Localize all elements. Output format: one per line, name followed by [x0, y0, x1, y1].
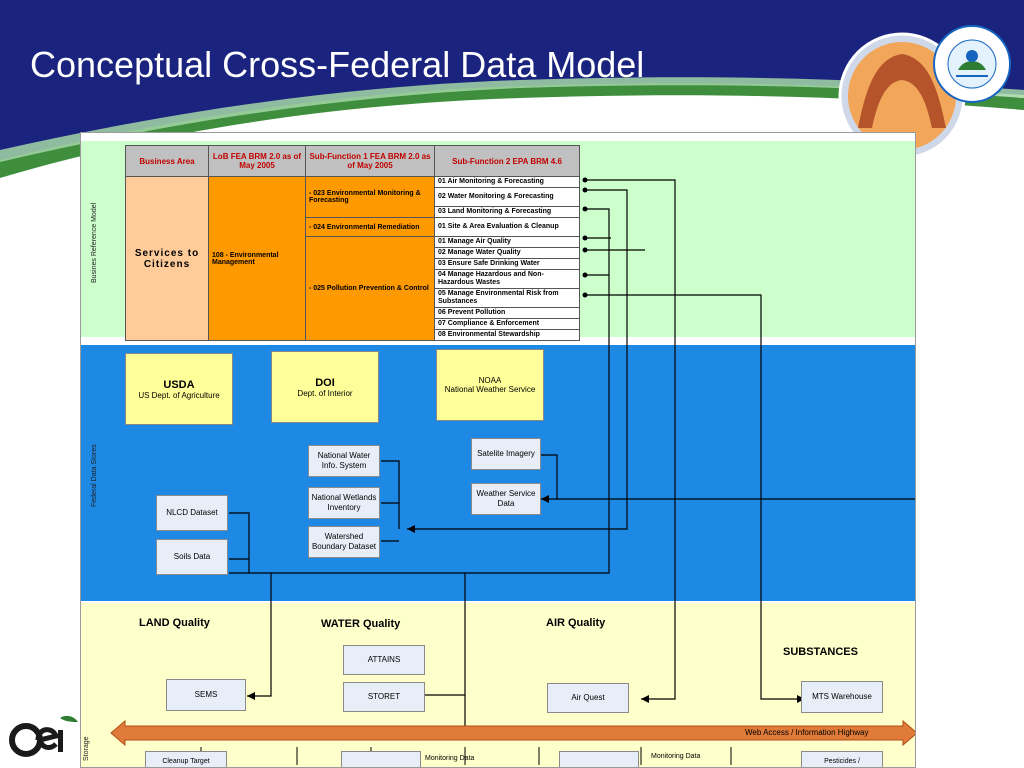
system-attains: ATTAINS	[343, 645, 425, 675]
information-highway-label: Web Access / Information Highway	[745, 728, 869, 737]
monitoring-data-label: Monitoring Data	[651, 753, 701, 760]
sub-function-2-cell: 05 Manage Environmental Risk from Substa…	[434, 288, 580, 308]
system-storet: STORET	[343, 682, 425, 712]
store-soils-data: Soils Data	[156, 539, 228, 575]
agency-description: US Dept. of Agriculture	[138, 390, 220, 400]
header-business-area: Business Area	[125, 145, 209, 177]
sub-function-1-cell: - 023 Environmental Monitoring & Forecas…	[305, 176, 435, 218]
agency-description: National Weather Service	[444, 385, 536, 394]
slide-title: Conceptual Cross-Federal Data Model	[30, 44, 645, 85]
system-monitoring-box	[341, 751, 421, 767]
sub-function-1-cell: - 025 Pollution Prevention & Control	[305, 236, 435, 341]
diagram-panel: Busines Reference Model Federal Data Sto…	[80, 132, 916, 768]
store-watershed-boundary-dataset: Watershed Boundary Dataset	[308, 526, 380, 558]
section-land-quality: LAND Quality	[139, 617, 210, 629]
agency-name: DOI	[315, 376, 335, 389]
monitoring-data-label: Monitoring Data	[425, 755, 475, 762]
agency-name: NOAA	[478, 376, 502, 385]
lob-cell: 108 - Environmental Management	[208, 176, 306, 341]
agency-doi: DOI Dept. of Interior	[271, 351, 379, 423]
agency-name: USDA	[163, 378, 195, 391]
system-sems: SEMS	[166, 679, 246, 711]
section-water-quality: WATER Quality	[321, 618, 401, 630]
agency-noaa: NOAA National Weather Service	[436, 349, 544, 421]
epa-seal-logo	[838, 25, 1011, 158]
system-pesticides: Pesticides /	[801, 751, 883, 767]
connector-lines	[110, 177, 915, 765]
business-area-cell: Services to Citizens	[125, 176, 209, 341]
sub-function-1-cell: - 024 Environmental Remediation	[305, 217, 435, 237]
store-national-water-info-system: National Water Info. System	[308, 445, 380, 477]
header-sub-function-2: Sub-Function 2 EPA BRM 4.6	[434, 145, 580, 177]
section-substances: SUBSTANCES	[783, 646, 858, 658]
system-air-monitoring-box	[559, 751, 639, 767]
store-nlcd-dataset: NLCD Dataset	[156, 495, 228, 531]
store-weather-service-data: Weather Service Data	[471, 483, 541, 515]
header-sub-function-1: Sub-Function 1 FEA BRM 2.0 as of May 200…	[305, 145, 435, 177]
sub-function-2-cell: 08 Environmental Stewardship	[434, 329, 580, 341]
brm-table: Business Area LoB FEA BRM 2.0 as of May …	[125, 145, 580, 341]
system-cleanup-target: Cleanup Target	[145, 751, 227, 767]
agency-usda: USDA US Dept. of Agriculture	[125, 353, 233, 425]
agency-description: Dept. of Interior	[297, 388, 353, 398]
store-satellite-imagery: Satelite Imagery	[471, 438, 541, 470]
system-mts-warehouse: MTS Warehouse	[801, 681, 883, 713]
store-national-wetlands-inventory: National Wetlands Inventory	[308, 487, 380, 519]
oei-logo	[9, 715, 78, 757]
section-air-quality: AIR Quality	[546, 617, 606, 629]
system-air-quest: Air Quest	[547, 683, 629, 713]
sub-function-2-cell: 04 Manage Hazardous and Non-Hazardous Wa…	[434, 269, 580, 289]
